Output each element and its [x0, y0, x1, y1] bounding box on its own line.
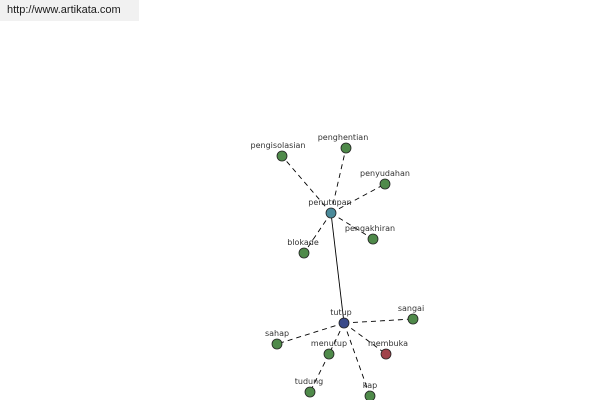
node-penyudahan[interactable]: [379, 178, 391, 190]
edge-tutup-sahap: [276, 322, 345, 345]
edge-menutup-tudung: [309, 353, 330, 393]
node-tudung[interactable]: [304, 386, 316, 398]
edge-penutupan-penghentian: [330, 147, 347, 214]
node-label-kap[interactable]: kap: [363, 381, 377, 390]
node-pengakhiran[interactable]: [367, 233, 379, 245]
node-menutup[interactable]: [323, 348, 335, 360]
node-label-sangai[interactable]: sangai: [398, 304, 424, 313]
edge-tutup-kap: [343, 322, 371, 397]
edge-penutupan-pengisolasian: [281, 155, 332, 214]
edge-tutup-penutupan: [330, 212, 345, 324]
edges-layer: [276, 147, 414, 397]
node-label-tudung[interactable]: tudung: [295, 377, 324, 386]
node-label-penutupan[interactable]: penutupan: [308, 198, 351, 207]
node-label-penghentian[interactable]: penghentian: [318, 133, 369, 142]
edge-tutup-sangai: [343, 318, 414, 324]
edge-penutupan-penyudahan: [330, 183, 386, 214]
edge-tutup-menutup: [328, 322, 345, 355]
node-membuka[interactable]: [380, 348, 392, 360]
nodes-layer: [271, 142, 419, 400]
node-label-sahap[interactable]: sahap: [265, 329, 289, 338]
node-pengisolasian[interactable]: [276, 150, 288, 162]
node-kap[interactable]: [364, 390, 376, 400]
edge-penutupan-blokade: [303, 212, 332, 254]
node-label-penyudahan[interactable]: penyudahan: [360, 169, 410, 178]
node-tutup[interactable]: [338, 317, 350, 329]
node-label-pengisolasian[interactable]: pengisolasian: [251, 141, 306, 150]
node-label-menutup[interactable]: menutup: [311, 339, 347, 348]
node-blokade[interactable]: [298, 247, 310, 259]
node-penutupan[interactable]: [325, 207, 337, 219]
node-label-membuka[interactable]: membuka: [368, 339, 408, 348]
node-sahap[interactable]: [271, 338, 283, 350]
labels-layer: tutup penutupan pengisolasian penghentian pe…: [251, 133, 425, 390]
source-url-link[interactable]: http://www.artikata.com: [0, 0, 139, 21]
node-penghentian[interactable]: [340, 142, 352, 154]
node-label-blokade[interactable]: blokade: [287, 238, 319, 247]
node-label-tutup[interactable]: tutup: [330, 308, 352, 317]
node-label-pengakhiran[interactable]: pengakhiran: [345, 224, 395, 233]
node-sangai[interactable]: [407, 313, 419, 325]
